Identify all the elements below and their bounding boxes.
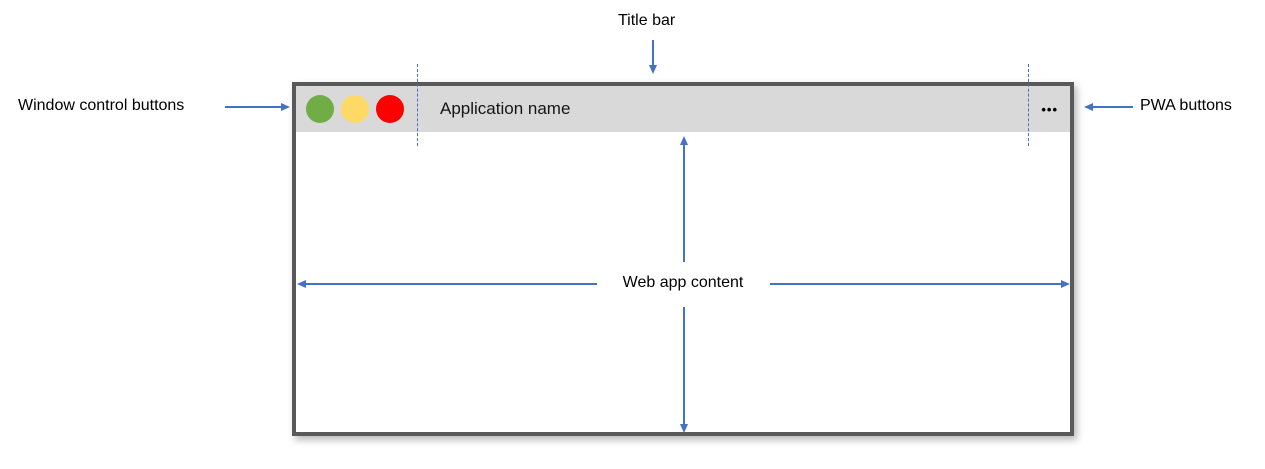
pwa-boundary-dashed-line: [1028, 64, 1029, 146]
web-app-content-label: Web app content: [613, 274, 753, 292]
title-bar-label: Title bar: [618, 12, 676, 29]
title-bar[interactable]: Application name •••: [296, 86, 1070, 132]
app-window: Application name •••: [292, 82, 1074, 436]
window-control-green-button[interactable]: [306, 95, 334, 123]
pwa-menu-ellipsis-icon[interactable]: •••: [1041, 101, 1058, 117]
controls-boundary-dashed-line: [417, 64, 418, 146]
application-name: Application name: [440, 99, 571, 118]
window-control-red-button[interactable]: [376, 95, 404, 123]
window-control-yellow-button[interactable]: [341, 95, 369, 123]
window-controls-label: Window control buttons: [18, 97, 185, 114]
pwa-buttons-label: PWA buttons: [1140, 97, 1232, 114]
